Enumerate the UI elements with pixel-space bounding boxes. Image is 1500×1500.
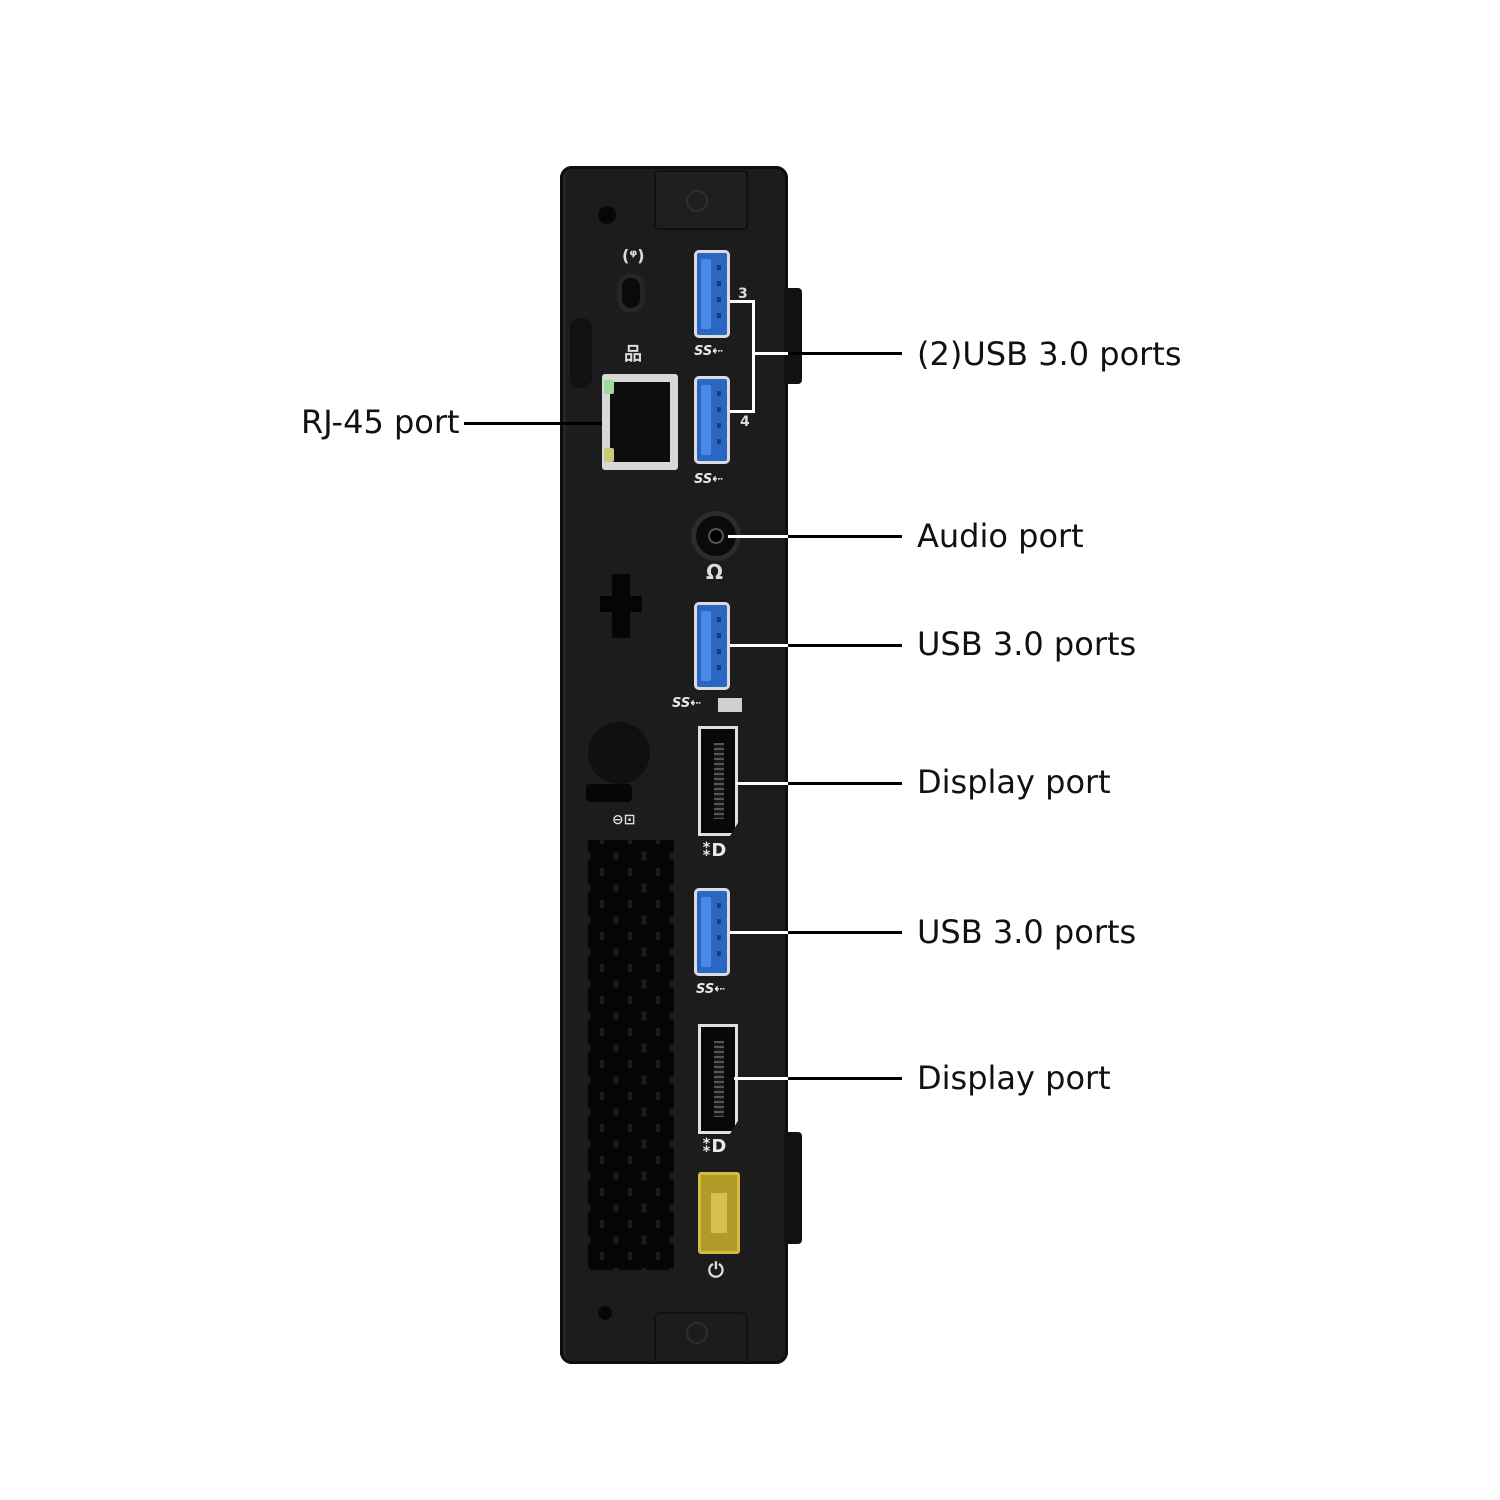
bracket-leader-white (754, 352, 788, 355)
dp2-leader-white (734, 1077, 788, 1080)
leader-line-rj45 (464, 422, 602, 425)
leader-line-usb-mid (788, 644, 902, 647)
label-usb-mid: USB 3.0 ports (917, 625, 1137, 663)
ventilation-grille (588, 840, 674, 1270)
security-lock-slot (622, 278, 640, 308)
bracket-bottom (730, 410, 754, 413)
rj45-port (602, 374, 678, 470)
usb-port-3 (694, 250, 730, 338)
usb-low-leader-white (730, 931, 788, 934)
side-latch-top (784, 288, 802, 384)
bracket-top (730, 300, 754, 303)
label-usb-pair: (2)USB 3.0 ports (917, 335, 1182, 373)
leader-line-display-1 (788, 782, 902, 785)
screw-hole-bottom (686, 1322, 708, 1344)
usb-number-3: 3 (738, 286, 748, 302)
superspeed-usb-icon: SS⇠ (696, 982, 726, 997)
screw-hole-top (686, 190, 708, 212)
mounting-hole (598, 206, 616, 224)
superspeed-usb-icon: SS⇠ (694, 344, 724, 359)
serial-port-icon: ⊖⊡ (612, 812, 636, 828)
label-display-1: Display port (917, 763, 1111, 801)
usb-port-5 (694, 602, 730, 690)
mounting-hole-bottom (598, 1306, 612, 1320)
link-led (604, 380, 614, 394)
label-rj45: RJ-45 port (301, 403, 460, 441)
leader-line-audio (788, 535, 902, 538)
display-port-1 (698, 726, 738, 836)
leader-line-usb-low (788, 931, 902, 934)
usb-number-4: 4 (740, 414, 750, 430)
usb-port-6 (694, 888, 730, 976)
superspeed-usb-charging-icon: SS⇠ (672, 696, 702, 711)
bracket-vertical (752, 300, 755, 413)
displayport-icon: ⁑D (702, 1136, 727, 1157)
network-icon: 品 (624, 344, 642, 365)
blank-knockout-horizontal (600, 596, 642, 612)
label-audio: Audio port (917, 517, 1084, 555)
activity-led (604, 448, 614, 462)
leader-line-display-2 (788, 1077, 902, 1080)
usb-port-4 (694, 376, 730, 464)
keyboard-icon (718, 698, 742, 712)
audio-leader-white (728, 535, 788, 538)
thumb-screw (588, 722, 650, 784)
superspeed-usb-icon: SS⇠ (694, 472, 724, 487)
usb-mid-leader-white (730, 644, 788, 647)
label-usb-low: USB 3.0 ports (917, 913, 1137, 951)
displayport-icon: ⁑D (702, 840, 727, 861)
label-display-2: Display port (917, 1059, 1111, 1097)
side-latch-bottom (784, 1132, 802, 1244)
display-port-2 (698, 1024, 738, 1134)
headphone-icon: Ω (706, 560, 724, 584)
power-plug-icon: ⏻ (708, 1258, 724, 1282)
power-connector (698, 1172, 740, 1254)
bottom-cover-bracket (654, 1312, 748, 1364)
leader-line-usb-pair (788, 352, 902, 355)
wifi-antenna-icon: (ᵠ) (622, 246, 645, 265)
side-tab-left (570, 318, 592, 388)
padlock-slot (586, 784, 632, 802)
dp1-leader-white (736, 782, 788, 785)
